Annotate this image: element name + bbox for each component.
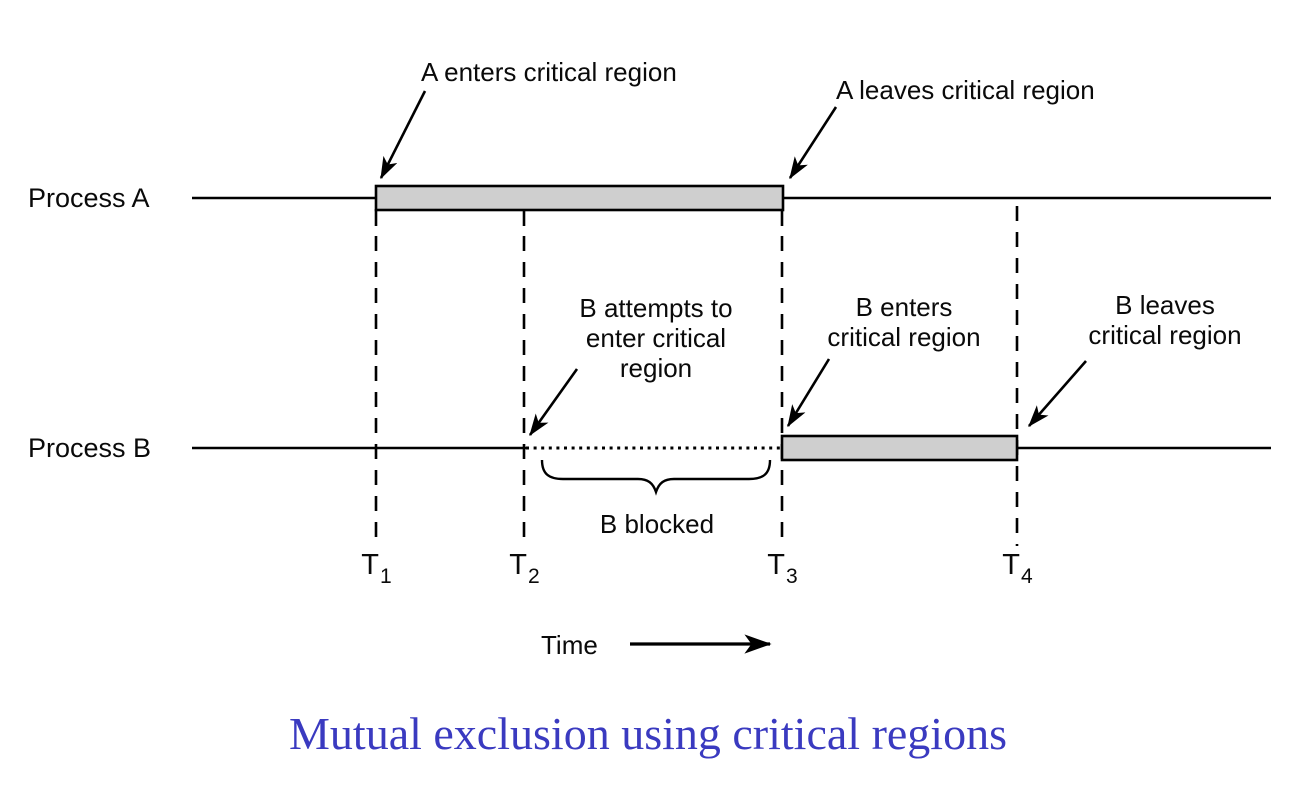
time-axis-label: Time xyxy=(541,630,598,660)
process-b-label: Process B xyxy=(28,433,152,463)
arrow-b-leaves xyxy=(1028,360,1087,427)
time-marker-t4: T4 xyxy=(987,549,1047,588)
arrow-a-leaves xyxy=(788,106,838,180)
figure-caption: Mutual exclusion using critical regions xyxy=(289,708,1007,759)
annotation-b-enters-line1: B enters xyxy=(855,292,953,322)
t2-sub: 2 xyxy=(528,565,540,588)
annotation-a-leaves: A leaves critical region xyxy=(836,75,1095,105)
critical-region-bar-a xyxy=(374,184,785,212)
annotation-b-attempts-line1: B attempts to xyxy=(579,293,733,323)
process-a-label: Process A xyxy=(28,183,150,213)
annotation-a-enters: A enters critical region xyxy=(421,57,677,87)
annotation-b-attempts-line3: region xyxy=(619,353,693,383)
annotation-b-attempts-line2: enter critical xyxy=(585,323,727,353)
annotation-b-enters: B enters critical region xyxy=(804,292,1004,352)
annotation-b-blocked: B blocked xyxy=(599,509,715,539)
t4-base: T xyxy=(1002,549,1021,581)
t3-sub: 3 xyxy=(786,565,798,588)
arrow-a-enters xyxy=(379,90,427,180)
annotation-b-enters-line2: critical region xyxy=(827,322,981,352)
annotation-b-attempts: B attempts to enter critical region xyxy=(556,293,756,383)
time-marker-t3: T3 xyxy=(752,549,812,588)
critical-region-bar-b xyxy=(780,434,1019,462)
t1-base: T xyxy=(361,549,380,581)
annotation-b-leaves-line2: critical region xyxy=(1088,320,1242,350)
annotation-b-leaves-line1: B leaves xyxy=(1115,290,1215,320)
b-blocked-brace xyxy=(540,459,772,496)
t4-sub: 4 xyxy=(1021,565,1033,588)
t2-base: T xyxy=(509,549,528,581)
t1-sub: 1 xyxy=(380,565,392,588)
time-marker-t2: T2 xyxy=(494,549,554,588)
annotation-b-leaves: B leaves critical region xyxy=(1065,290,1265,350)
time-marker-t1: T1 xyxy=(346,549,406,588)
t3-base: T xyxy=(767,549,786,581)
arrow-b-attempts xyxy=(528,368,579,437)
arrow-b-enters xyxy=(786,358,831,428)
